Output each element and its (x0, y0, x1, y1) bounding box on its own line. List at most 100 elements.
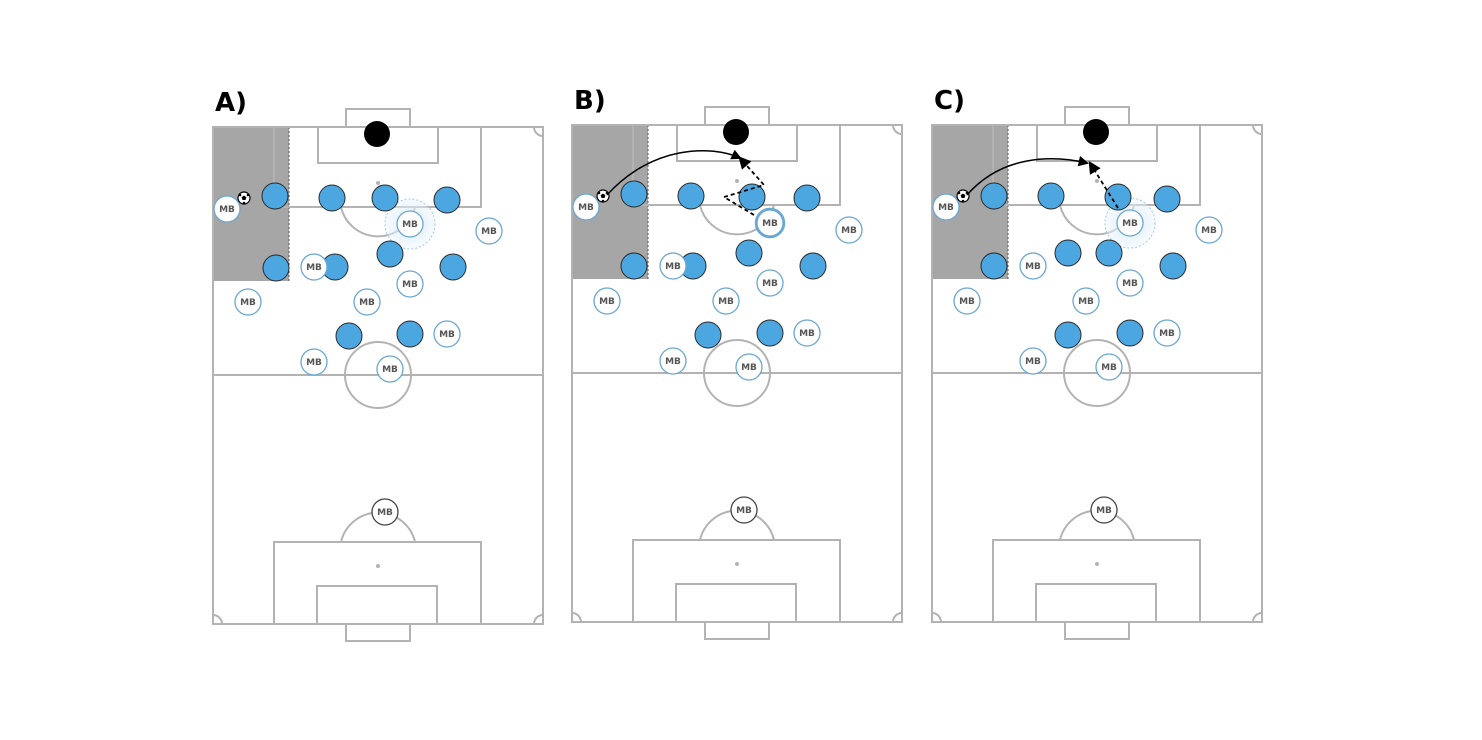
opponent-marker: MB (659, 252, 687, 280)
opponent-badge-glyph: MB (578, 203, 594, 213)
soccer-ball-icon (956, 189, 970, 203)
ball-patch (242, 201, 246, 205)
opponent-marker: MB (730, 496, 758, 524)
opponent-badge-ring (353, 288, 381, 316)
attacker-player (677, 182, 705, 210)
opponent-badge-ring (1116, 269, 1144, 297)
opponent-badge-ring (376, 355, 404, 383)
opponent-badge-glyph: MB (1201, 226, 1217, 236)
bottom-goal (704, 621, 770, 640)
corner-arc (1252, 612, 1263, 623)
opponent-badge-glyph: MB (718, 297, 734, 307)
opponent-marker: MB (396, 270, 424, 298)
opponent-badge-ring (572, 193, 600, 221)
opponent-badge-ring (756, 269, 784, 297)
attacker-player (262, 254, 290, 282)
attacker-player (756, 319, 784, 347)
opponent-marker: MB (572, 193, 600, 221)
opponent-badge-glyph: MB (762, 219, 778, 229)
opponent-badge-ring (213, 195, 241, 223)
attacker-player (1054, 239, 1082, 267)
attacker-player (376, 240, 404, 268)
opponent-badge-glyph: MB (382, 365, 398, 375)
top-penalty-spot (376, 181, 380, 185)
opponent-marker: MB (1090, 496, 1118, 524)
soccer-ball-icon (596, 189, 610, 203)
opponent-marker: MB (953, 287, 981, 315)
opponent-marker: MB (793, 319, 821, 347)
panel-label: C) (934, 86, 965, 116)
opponent-marker: MB (1153, 319, 1181, 347)
attacker-player (318, 184, 346, 212)
attacker-player (793, 184, 821, 212)
corner-arc (1252, 124, 1263, 135)
goalkeeper-marker (723, 119, 749, 145)
bottom-goal-area (1035, 583, 1157, 623)
soccer-ball-icon (237, 191, 251, 205)
opponent-badge-glyph: MB (402, 220, 418, 230)
attacker-player (1095, 239, 1123, 267)
opponent-marker: MB (213, 195, 241, 223)
opponent-badge-glyph: MB (665, 357, 681, 367)
bottom-penalty-spot (1095, 562, 1099, 566)
opponent-badge-ring (1090, 496, 1118, 524)
opponent-badge-ring (1019, 347, 1047, 375)
opponent-badge-glyph: MB (1078, 297, 1094, 307)
opponent-marker: MB (1095, 353, 1123, 381)
opponent-badge-ring (712, 287, 740, 315)
attacker-player (735, 239, 763, 267)
opponent-marker: MB (712, 287, 740, 315)
opponent-badge-ring (593, 287, 621, 315)
opponent-marker: MB (300, 253, 328, 281)
opponent-badge-ring (730, 496, 758, 524)
opponent-badge-ring (1195, 216, 1223, 244)
opponent-badge-glyph: MB (799, 329, 815, 339)
bottom-goal (345, 623, 411, 642)
bottom-penalty-box (273, 541, 482, 625)
run-arrow (721, 156, 766, 216)
attacker-player (1054, 321, 1082, 349)
opponent-badge-ring (659, 347, 687, 375)
opponent-badge-ring (300, 348, 328, 376)
opponent-badge-glyph: MB (599, 297, 615, 307)
opponent-badge-ring (953, 287, 981, 315)
opponent-badge-glyph: MB (762, 279, 778, 289)
opponent-badge-glyph: MB (402, 280, 418, 290)
opponent-badge-glyph: MB (1025, 262, 1041, 272)
opponent-badge-ring (371, 498, 399, 526)
ball-patch (246, 193, 250, 197)
attacker-player (620, 252, 648, 280)
opponent-badge-ring (300, 253, 328, 281)
attacker-player (694, 321, 722, 349)
opponent-marker: MB (756, 209, 784, 237)
opponent-marker: MB (475, 217, 503, 245)
opponent-marker: MB (376, 355, 404, 383)
opponent-badge-ring (475, 217, 503, 245)
bottom-goal-area (675, 583, 797, 623)
opponent-badge-ring (1095, 353, 1123, 381)
goalkeeper-marker (1083, 119, 1109, 145)
opponent-marker: MB (1195, 216, 1223, 244)
corner-arc (892, 612, 903, 623)
attacker-player (335, 322, 363, 350)
attacker-player (1037, 182, 1065, 210)
opponent-badge-ring (1072, 287, 1100, 315)
attacker-player (1159, 252, 1187, 280)
opponent-marker: MB (835, 216, 863, 244)
attacker-player (1104, 183, 1132, 211)
opponent-badge-glyph: MB (741, 363, 757, 373)
bottom-goal-area (316, 585, 438, 625)
attacker-player (1153, 185, 1181, 213)
opponent-marker: MB (1116, 209, 1144, 237)
panel-label: A) (215, 88, 247, 118)
opponent-marker: MB (1072, 287, 1100, 315)
ball-patch (238, 193, 242, 197)
corner-arc (892, 124, 903, 135)
opponent-badge-ring (234, 288, 262, 316)
opponent-badge-glyph: MB (841, 226, 857, 236)
corner-arc (212, 614, 223, 625)
corner-arc (533, 126, 544, 137)
pass-arrow (606, 149, 742, 196)
